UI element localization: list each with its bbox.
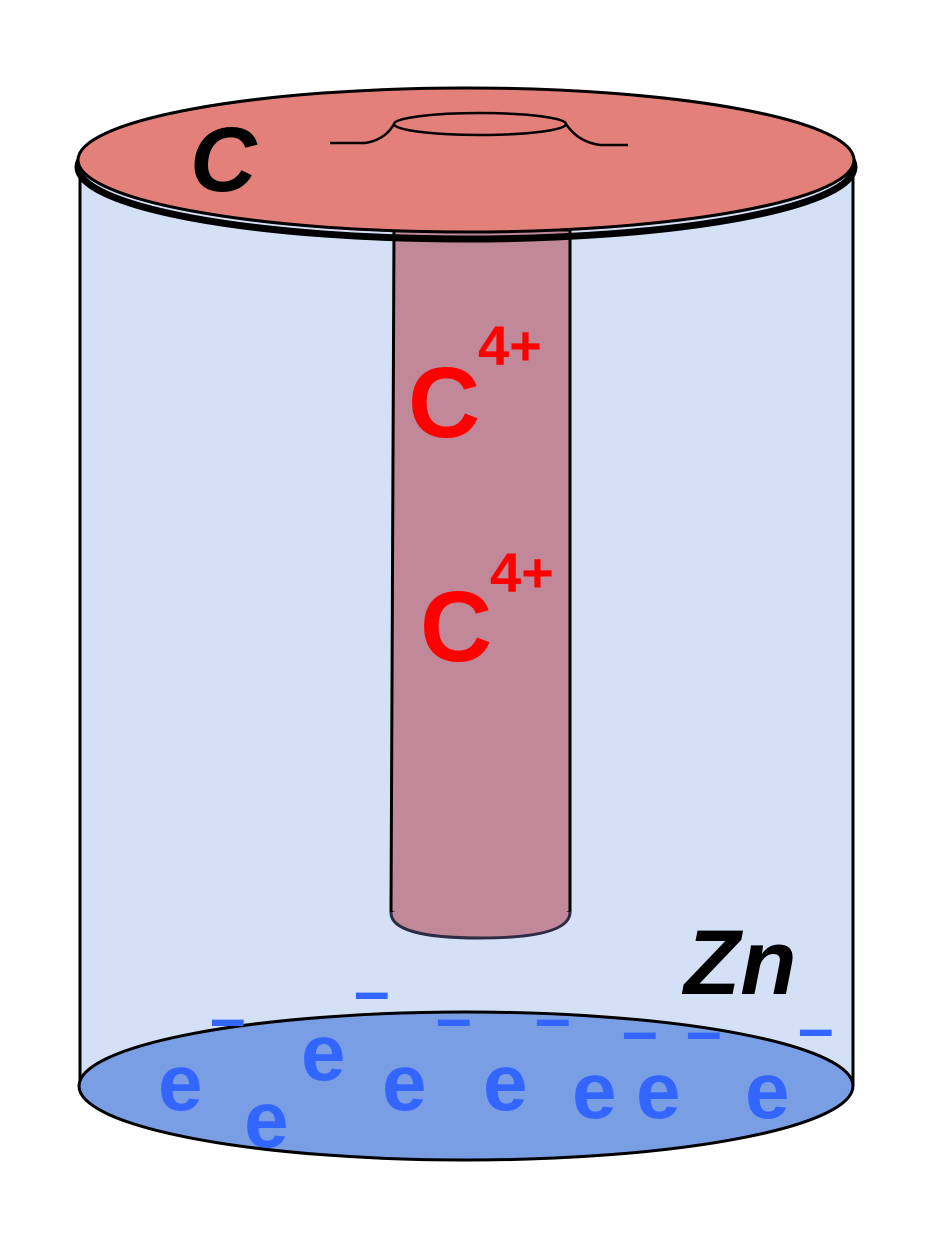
- electron-6-symbol: e: [572, 1046, 617, 1135]
- electron-3-symbol: e: [301, 1008, 346, 1097]
- ion-1: C 4+: [408, 314, 542, 459]
- cap-terminal-wire: [330, 123, 628, 147]
- electron-4-symbol: e: [382, 1038, 427, 1127]
- electron-7-charge: –: [686, 995, 722, 1067]
- electron-7-symbol: e: [636, 1046, 681, 1135]
- ion-2: C 4+: [420, 541, 554, 683]
- ion-2-symbol: C: [420, 571, 492, 683]
- cap-label: C: [190, 109, 258, 211]
- electron-5-charge: –: [535, 982, 571, 1054]
- carbon-cap: [76, 86, 856, 234]
- electron-5-symbol: e: [483, 1038, 528, 1127]
- electron-3-charge: –: [354, 955, 390, 1027]
- ion-2-charge: 4+: [490, 541, 554, 604]
- carbon-rod-bottom: [389, 911, 572, 940]
- electron-8-symbol: e: [745, 1046, 790, 1135]
- electron-1-charge: –: [210, 982, 246, 1054]
- can-label: Zn: [681, 912, 796, 1014]
- electron-6-charge: –: [622, 995, 658, 1067]
- ion-1-charge: 4+: [478, 314, 542, 377]
- electron-4-charge: –: [436, 982, 472, 1054]
- ion-1-symbol: C: [408, 347, 480, 459]
- electron-2-symbol: e: [244, 1075, 289, 1164]
- electron-1-symbol: e: [158, 1038, 203, 1127]
- can-base: [77, 1010, 855, 1162]
- electrons: e – e e – e – e – e – e – e –: [158, 955, 834, 1164]
- electron-8-charge: –: [798, 992, 834, 1064]
